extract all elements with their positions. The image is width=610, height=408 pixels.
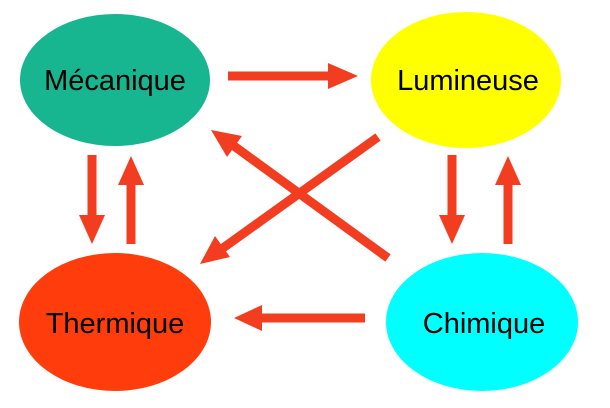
arrow-chimique-to-lumineuse xyxy=(495,156,521,244)
arrow-mecanique-to-thermique xyxy=(79,155,105,244)
arrow-chimique-to-mecanique xyxy=(211,130,391,262)
node-lumineuse: Lumineuse xyxy=(371,12,561,148)
arrow-mecanique-to-lumineuse xyxy=(228,63,358,89)
node-lumineuse-label: Lumineuse xyxy=(397,65,539,97)
node-chimique-label: Chimique xyxy=(423,308,546,340)
node-lumineuse-shape xyxy=(371,12,561,148)
node-thermique-shape xyxy=(19,253,211,391)
node-mecanique-shape xyxy=(20,14,210,146)
node-thermique-label: Thermique xyxy=(46,308,185,340)
node-mecanique: Mécanique xyxy=(20,14,210,146)
arrow-thermique-to-mecanique xyxy=(118,156,144,244)
arrow-lumineuse-to-chimique xyxy=(439,155,465,244)
node-chimique-shape xyxy=(386,253,578,391)
node-mecanique-label: Mécanique xyxy=(44,65,186,97)
node-thermique: Thermique xyxy=(19,253,211,391)
arrows xyxy=(79,63,521,331)
node-chimique: Chimique xyxy=(386,253,578,391)
arrow-chimique-to-thermique xyxy=(234,305,365,331)
